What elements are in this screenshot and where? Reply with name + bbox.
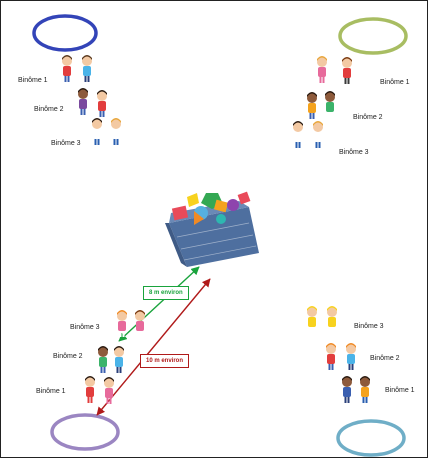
child-icon	[346, 343, 356, 370]
child-icon	[326, 343, 336, 370]
label-top-left-pair-1: Binôme 1	[18, 77, 48, 84]
child-icon	[307, 92, 317, 119]
label-bottom-right-pair-3: Binôme 3	[354, 323, 384, 330]
child-icon	[342, 376, 352, 403]
child-icon	[293, 121, 303, 148]
child-icon	[97, 90, 107, 117]
child-icon	[307, 306, 317, 333]
distance-label-red: 10 m environ	[140, 354, 190, 368]
distance-arrow-red	[96, 278, 211, 416]
distance-arrow-green	[118, 266, 200, 342]
child-icon	[78, 88, 88, 115]
child-icon	[62, 55, 72, 82]
label-bottom-right-pair-1: Binôme 1	[385, 387, 415, 394]
child-icon	[360, 376, 370, 403]
hoop-top-right-icon	[338, 17, 408, 55]
child-icon	[111, 118, 121, 145]
label-top-left-pair-2: Binôme 2	[34, 106, 64, 113]
label-top-left-pair-3: Binôme 3	[51, 140, 81, 147]
child-icon	[92, 118, 102, 145]
child-icon	[135, 310, 145, 337]
child-icon	[325, 91, 335, 118]
child-icon	[104, 377, 114, 404]
label-top-right-pair-2: Binôme 2	[353, 114, 383, 121]
hoop-top-left-icon	[32, 14, 98, 52]
label-top-right-pair-1: Binôme 1	[380, 79, 410, 86]
hoop-bottom-right-icon	[336, 419, 406, 457]
child-icon	[85, 376, 95, 403]
label-top-right-pair-3: Binôme 3	[339, 149, 369, 156]
child-icon	[317, 56, 327, 83]
label-bottom-right-pair-2: Binôme 2	[370, 355, 400, 362]
distance-label-green: 8 m environ	[143, 286, 189, 300]
label-bottom-left-pair-2: Binôme 2	[53, 353, 83, 360]
child-icon	[313, 121, 323, 148]
child-icon	[117, 310, 127, 337]
label-bottom-left-pair-1: Binôme 1	[36, 388, 66, 395]
toy-crate-icon	[165, 191, 259, 267]
child-icon	[98, 346, 108, 373]
children-pairs	[62, 55, 370, 404]
hoop-bottom-left-icon	[50, 413, 120, 451]
child-icon	[82, 55, 92, 82]
child-icon	[327, 306, 337, 333]
child-icon	[114, 346, 124, 373]
label-bottom-left-pair-3: Binôme 3	[70, 324, 100, 331]
child-icon	[342, 57, 352, 84]
